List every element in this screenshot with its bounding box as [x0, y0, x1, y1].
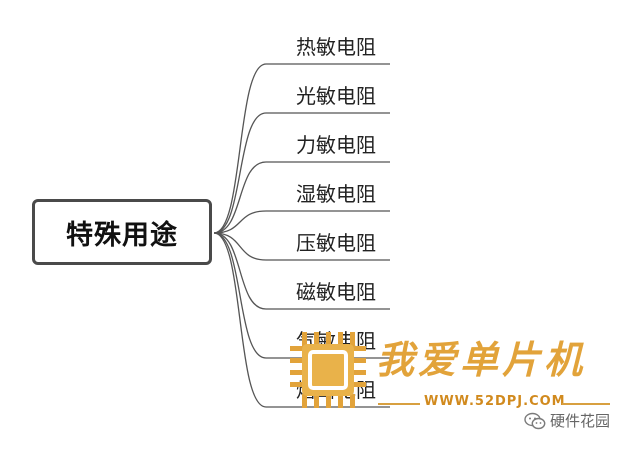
watermark-rule-left [378, 403, 420, 405]
root-node: 特殊用途 [32, 199, 212, 265]
branch-node: 热敏电阻 [296, 35, 376, 59]
branch-node: 光敏电阻 [296, 84, 376, 108]
branch-node: 力敏电阻 [296, 133, 376, 157]
watermark-url: WWW.52DPJ.COM [424, 394, 566, 409]
branch-connector [213, 232, 390, 310]
branch-node: 压敏电阻 [296, 231, 376, 255]
branch-connector [213, 161, 390, 234]
watermark-rule-right [562, 403, 610, 405]
branch-connector [213, 232, 390, 359]
chip-logo-icon [290, 332, 366, 408]
branch-connector [213, 232, 390, 408]
wechat-account-name: 硬件花园 [550, 412, 611, 430]
watermark-title: 我爱单片机 [376, 337, 587, 382]
branch-connector [213, 112, 390, 234]
wechat-account-badge: 硬件花园 [524, 410, 610, 431]
branch-connector [213, 232, 390, 261]
branch-connector [213, 63, 390, 234]
wechat-icon [524, 412, 546, 429]
branch-node: 磁敏电阻 [296, 280, 376, 304]
branch-node: 湿敏电阻 [296, 182, 376, 206]
branch-connector [213, 210, 390, 234]
